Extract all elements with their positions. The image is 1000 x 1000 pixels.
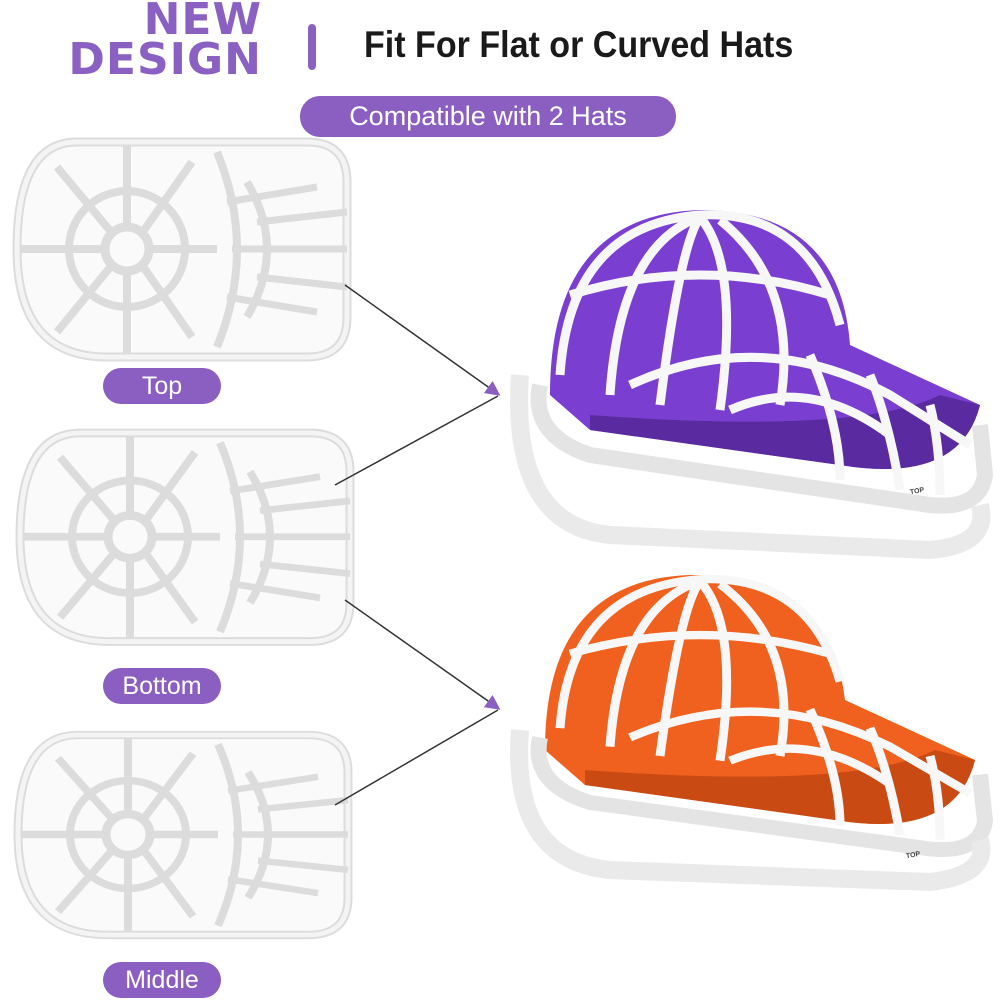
- orange-hat-in-cage: [510, 575, 985, 892]
- frame-top-part: [17, 142, 347, 357]
- headline: NEW DESIGN: [40, 0, 262, 85]
- page-title: Fit For Flat or Curved Hats: [364, 24, 794, 65]
- label-bottom: Bottom: [103, 668, 221, 704]
- headline-line2: DESIGN: [68, 34, 262, 85]
- label-middle: Middle: [103, 962, 221, 998]
- purple-hat-in-cage: [510, 210, 985, 560]
- divider: [308, 24, 316, 70]
- connector-lines: [334, 284, 501, 806]
- frame-middle-part: [18, 735, 348, 935]
- compatible-badge: Compatible with 2 Hats: [300, 96, 676, 137]
- label-top: Top: [103, 368, 221, 404]
- frame-bottom-part: [20, 433, 350, 642]
- headline-line1: NEW: [143, 0, 262, 45]
